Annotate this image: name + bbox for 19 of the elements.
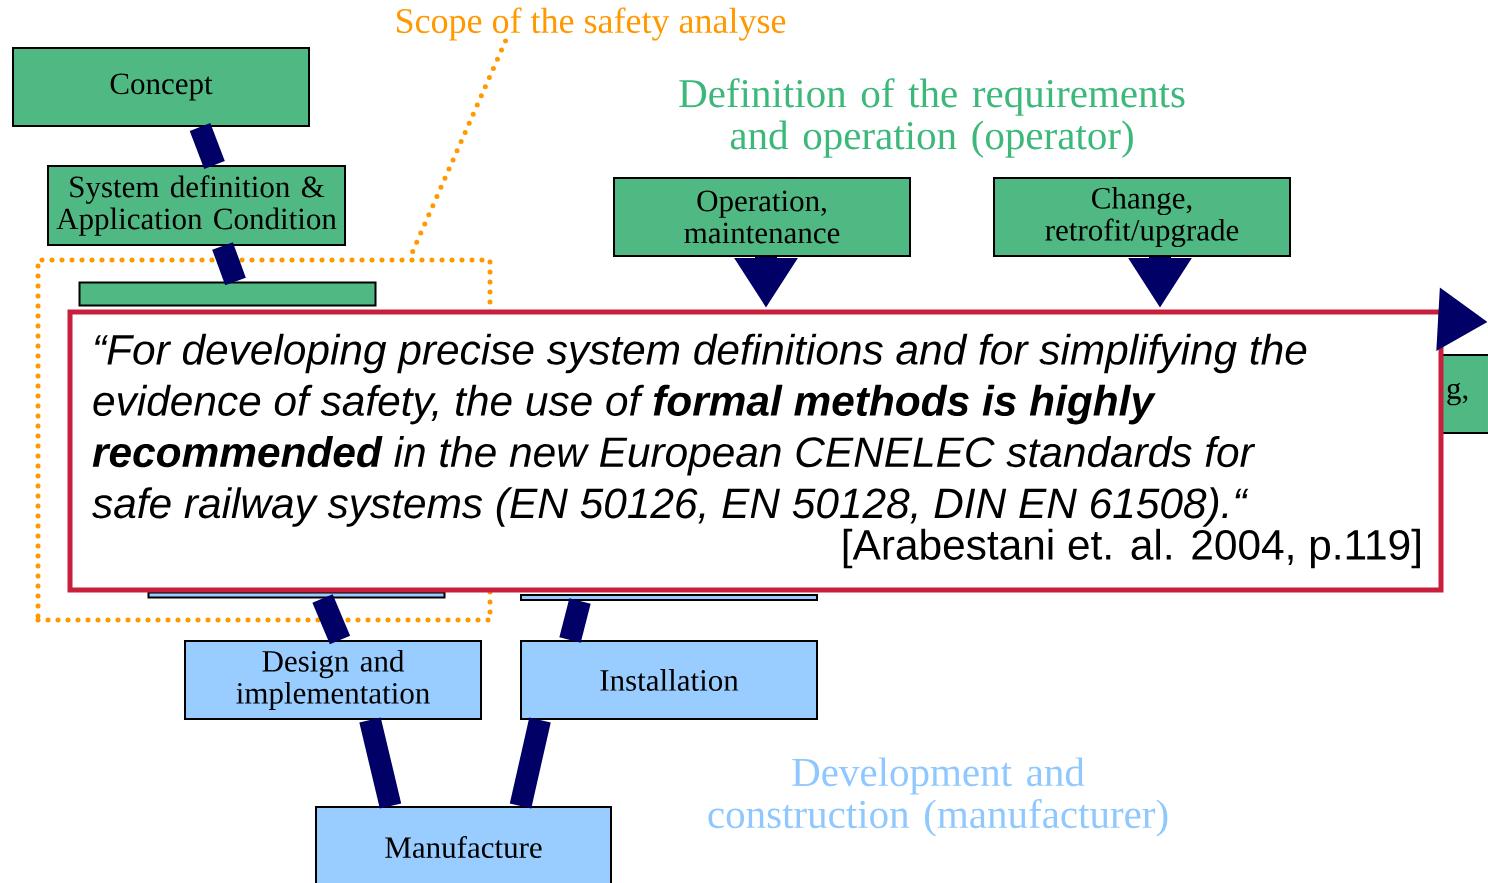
group-label: Development and construction (manufacturer)	[708, 757, 1168, 837]
process-box: Operation, maintenance	[613, 177, 911, 257]
process-box	[78, 281, 377, 307]
process-box: g,	[1441, 354, 1488, 434]
process-box: Concept	[12, 47, 310, 127]
quote-box: “For developing precise system definitions and for simplifying the evidence of safety, the use of formal methods is highly recommended in the new European CENELEC standards for safe railway systems (EN 50126, EN 50128, DIN EN 61508).“ [Arabestani et. al. 2004, p.119]	[67, 309, 1444, 593]
connector-band	[189, 123, 225, 169]
process-box: Change, retrofit/upgrade	[993, 177, 1291, 257]
connector-band	[559, 598, 591, 643]
process-box: Design and implementation	[184, 640, 482, 720]
connector-band	[509, 717, 551, 809]
connector-band	[212, 242, 246, 286]
process-box	[520, 594, 818, 601]
process-box: Manufacture	[315, 806, 612, 883]
group-label: Definition of the requirements and operation (operator)	[679, 78, 1185, 158]
process-box: Installation	[520, 640, 818, 720]
connector-band	[359, 717, 402, 809]
scope-label: Scope of the safety analyse	[397, 7, 786, 41]
process-box: System definition & Application Condition	[47, 165, 346, 246]
